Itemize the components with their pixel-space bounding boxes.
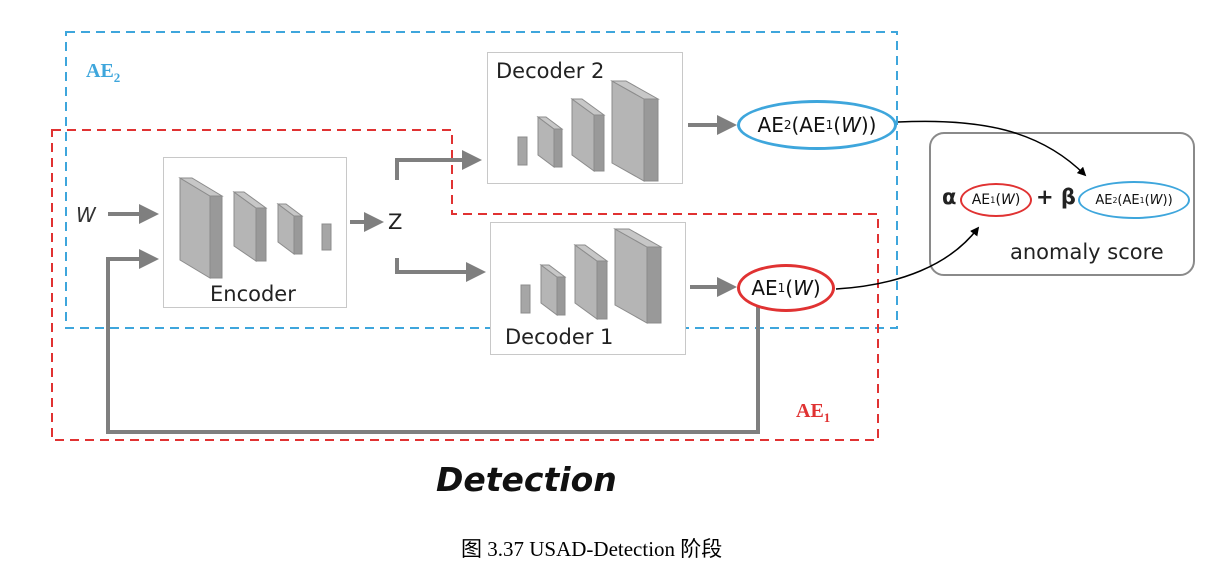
network-layer-icon <box>321 223 332 251</box>
detection-heading: Detection <box>436 460 617 499</box>
curved-arrow-icon <box>835 226 980 290</box>
decoder2-box: Decoder 2 <box>487 52 683 184</box>
z-to-decoder1-arrow-icon <box>395 258 486 282</box>
decoder2-layers <box>517 80 660 182</box>
score-alpha: α <box>942 185 957 209</box>
feedback-loop-arrow-icon <box>106 249 760 434</box>
ae2-region <box>65 31 898 329</box>
network-layer-icon <box>570 98 606 172</box>
network-layer-icon <box>539 264 567 316</box>
decoder1-layers <box>520 228 663 324</box>
decoder1-label: Decoder 1 <box>505 325 614 349</box>
score-plus-beta: + β <box>1036 185 1076 209</box>
network-layer-icon <box>232 191 268 262</box>
network-layer-icon <box>517 136 528 166</box>
figure-caption: 图 3.37 USAD-Detection 阶段 <box>461 537 723 561</box>
z-to-decoder2-arrow-icon <box>395 150 482 180</box>
decoder2-label: Decoder 2 <box>496 59 605 83</box>
network-layer-icon <box>613 228 663 324</box>
network-layer-icon <box>573 244 609 320</box>
encoder-layers <box>178 177 332 279</box>
network-layer-icon <box>610 80 660 182</box>
network-layer-icon <box>536 116 564 168</box>
encoder-label: Encoder <box>210 282 296 306</box>
encoder-box: Encoder <box>163 157 347 308</box>
network-layer-icon <box>276 203 304 255</box>
ae1-region-label: AE1 <box>796 400 831 425</box>
ae2-region-label: AE2 <box>86 60 121 85</box>
curved-arrow-icon <box>897 120 1087 177</box>
anomaly-score-box <box>929 132 1195 276</box>
decoder1-box: Decoder 1 <box>490 222 686 355</box>
input-w-label: W <box>76 203 96 227</box>
network-layer-icon <box>520 284 531 314</box>
latent-z-label: Z <box>388 210 403 234</box>
anomaly-score-caption: anomaly score <box>1010 240 1164 264</box>
network-layer-icon <box>178 177 224 279</box>
